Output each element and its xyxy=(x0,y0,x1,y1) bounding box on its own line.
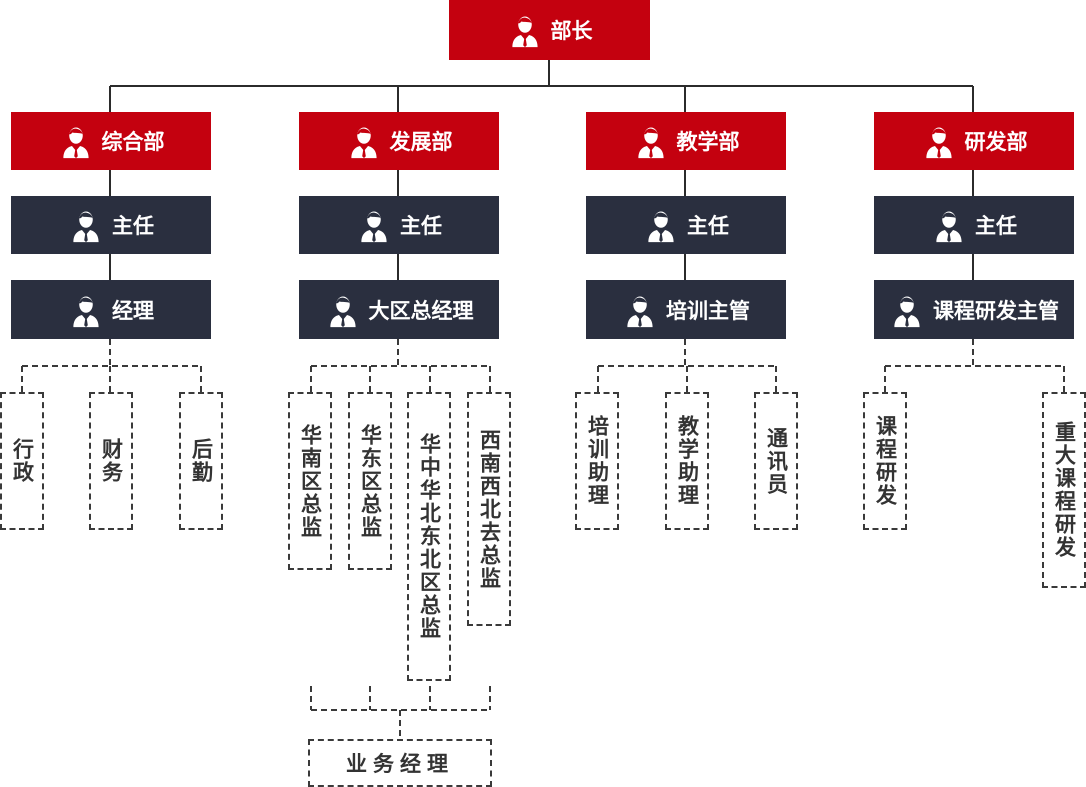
person-icon xyxy=(58,123,94,159)
director-label: 主任 xyxy=(687,214,729,238)
unit-label: 培训助理 xyxy=(585,415,610,507)
unit-label: 教学助理 xyxy=(675,415,700,507)
person-icon xyxy=(622,292,658,328)
unit-box: 华南区总监 xyxy=(288,392,332,570)
unit-box: 通讯员 xyxy=(754,392,798,530)
unit-box: 行政 xyxy=(0,392,44,530)
director-label: 主任 xyxy=(975,214,1017,238)
person-icon xyxy=(325,292,361,328)
director-box-2: 主任 xyxy=(299,196,499,254)
department-box-3: 教学部 xyxy=(586,112,786,170)
department-box-1: 综合部 xyxy=(11,112,211,170)
unit-box: 重大课程研发 xyxy=(1042,392,1086,588)
department-label: 综合部 xyxy=(101,130,165,154)
manager-box-4: 课程研发主管 xyxy=(874,280,1074,339)
person-icon xyxy=(68,292,104,328)
manager-box-3: 培训主管 xyxy=(586,280,786,339)
department-box-2: 发展部 xyxy=(299,112,499,170)
person-icon xyxy=(68,207,104,243)
top-label: 部长 xyxy=(550,19,593,43)
unit-label: 财务 xyxy=(99,438,124,484)
manager-label: 培训主管 xyxy=(666,298,750,323)
unit-label: 西南西北去总监 xyxy=(477,428,502,590)
department-box-4: 研发部 xyxy=(874,112,1074,170)
person-icon xyxy=(346,123,382,159)
department-label: 发展部 xyxy=(389,130,453,154)
unit-label: 华南区总监 xyxy=(298,423,323,539)
unit-box: 教学助理 xyxy=(665,392,709,530)
unit-box: 西南西北去总监 xyxy=(467,392,511,626)
manager-box-1: 经理 xyxy=(11,280,211,339)
top-box-minister: 部长 xyxy=(449,0,650,60)
unit-box: 华中华北东北区总监 xyxy=(407,392,451,681)
manager-label: 大区总经理 xyxy=(368,298,474,323)
director-box-4: 主任 xyxy=(874,196,1074,254)
unit-box: 财务 xyxy=(89,392,133,530)
person-icon xyxy=(507,12,543,48)
person-icon xyxy=(889,292,925,328)
director-label: 主任 xyxy=(112,214,154,238)
unit-box: 后勤 xyxy=(179,392,223,530)
department-label: 研发部 xyxy=(964,130,1028,154)
person-icon xyxy=(921,123,957,159)
unit-label: 通讯员 xyxy=(764,426,789,496)
unit-label: 华中华北东北区总监 xyxy=(417,433,442,640)
person-icon xyxy=(643,207,679,243)
department-label: 教学部 xyxy=(676,130,740,154)
manager-label: 经理 xyxy=(112,298,154,323)
unit-box: 华东区总监 xyxy=(348,392,392,570)
business-manager-box: 业务经理 xyxy=(308,739,492,787)
unit-label: 行政 xyxy=(10,438,35,484)
person-icon xyxy=(633,123,669,159)
business-manager-label: 业务经理 xyxy=(346,752,454,776)
unit-label: 华东区总监 xyxy=(358,423,383,539)
unit-label: 课程研发 xyxy=(873,415,898,507)
unit-label: 重大课程研发 xyxy=(1052,421,1077,559)
unit-box: 培训助理 xyxy=(575,392,619,530)
unit-label: 后勤 xyxy=(189,438,214,484)
manager-box-2: 大区总经理 xyxy=(299,280,499,339)
unit-box: 课程研发 xyxy=(863,392,907,530)
director-label: 主任 xyxy=(400,214,442,238)
manager-label: 课程研发主管 xyxy=(933,298,1059,323)
person-icon xyxy=(356,207,392,243)
director-box-3: 主任 xyxy=(586,196,786,254)
person-icon xyxy=(931,207,967,243)
director-box-1: 主任 xyxy=(11,196,211,254)
